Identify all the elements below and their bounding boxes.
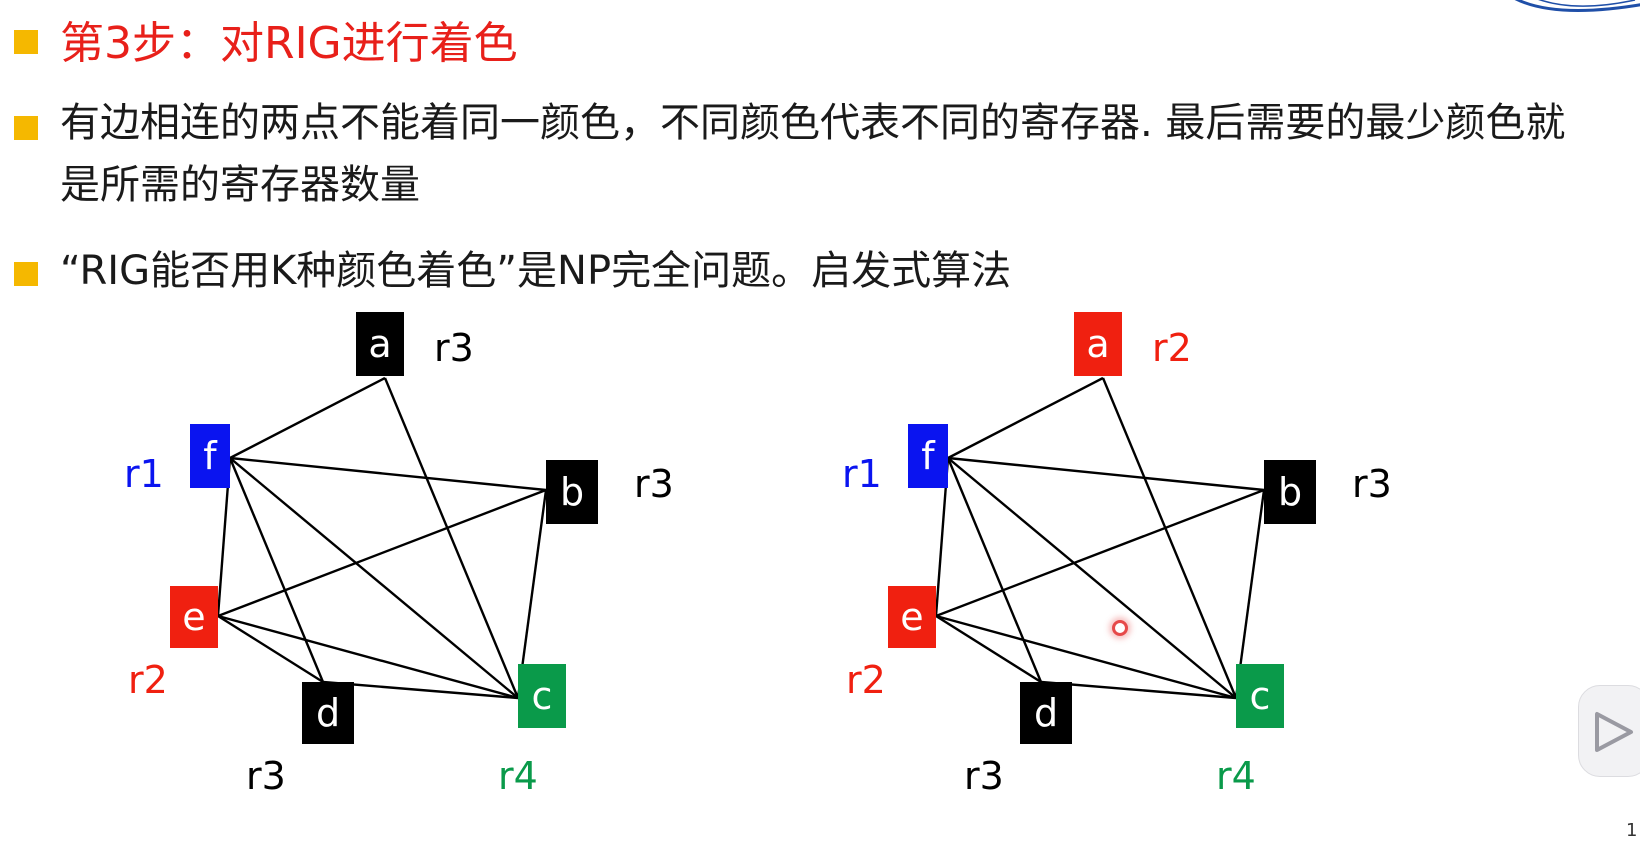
register-label-c: r4 <box>1216 754 1256 798</box>
register-label-a: r3 <box>434 326 474 370</box>
edge-f-a <box>947 376 1104 460</box>
edge-b-c <box>516 489 548 699</box>
edge-f-d <box>228 457 325 683</box>
edge-e-d <box>217 614 324 684</box>
edge-e-c <box>935 614 1237 700</box>
rig-edges <box>934 376 1266 700</box>
register-label-e: r2 <box>846 658 886 702</box>
video-play-button[interactable] <box>1578 685 1640 777</box>
edge-a-c <box>383 377 520 699</box>
bullet-square-icon <box>14 262 38 286</box>
slide-title: 第3步：对RIG进行着色 <box>60 18 518 69</box>
register-label-b: r3 <box>1352 462 1392 506</box>
edge-e-c <box>217 614 519 700</box>
edge-b-e <box>217 488 547 618</box>
edge-f-a <box>229 376 386 460</box>
edge-f-c <box>947 457 1237 699</box>
node-d: d <box>1020 682 1072 744</box>
register-label-e: r2 <box>128 658 168 702</box>
edge-b-e <box>935 488 1265 618</box>
edge-f-b <box>229 456 547 492</box>
edge-d-c <box>322 680 519 700</box>
edge-f-c <box>229 457 519 699</box>
register-label-b: r3 <box>634 462 674 506</box>
register-label-f: r1 <box>124 452 164 496</box>
node-d: d <box>302 682 354 744</box>
edge-e-d <box>935 614 1042 684</box>
node-e: e <box>170 586 218 648</box>
edge-f-d <box>946 457 1043 683</box>
play-icon <box>1595 712 1633 752</box>
register-label-c: r4 <box>498 754 538 798</box>
bullet-square-icon <box>14 30 38 54</box>
register-label-d: r3 <box>246 754 286 798</box>
bullet-text-1: 有边相连的两点不能着同一颜色，不同颜色代表不同的寄存器. 最后需要的最少颜色就是… <box>60 100 1566 208</box>
bullet-text-2: “RIG能否用K种颜色着色”是NP完全问题。启发式算法 <box>60 248 1012 294</box>
node-c: c <box>1236 664 1284 728</box>
slide-title-row: 第3步：对RIG进行着色 <box>14 12 518 76</box>
page-number: 1 <box>1626 820 1638 841</box>
node-c: c <box>518 664 566 728</box>
register-label-d: r3 <box>964 754 1004 798</box>
edge-f-b <box>947 456 1265 492</box>
node-b: b <box>1264 460 1316 524</box>
bullet-point-1: 有边相连的两点不能着同一颜色，不同颜色代表不同的寄存器. 最后需要的最少颜色就是… <box>14 92 1624 216</box>
node-f: f <box>190 424 230 488</box>
node-a: a <box>356 312 404 376</box>
edge-d-c <box>1040 680 1237 700</box>
node-b: b <box>546 460 598 524</box>
register-label-a: r2 <box>1152 326 1192 370</box>
register-label-f: r1 <box>842 452 882 496</box>
rig-edges <box>216 376 548 700</box>
edge-a-c <box>1101 377 1238 699</box>
laser-pointer-dot <box>1112 620 1128 636</box>
edge-b-c <box>1234 489 1266 699</box>
node-f: f <box>908 424 948 488</box>
node-a: a <box>1074 312 1122 376</box>
bullet-square-icon <box>14 116 38 140</box>
university-logo-fragment <box>1500 0 1640 24</box>
node-e: e <box>888 586 936 648</box>
bullet-point-2: “RIG能否用K种颜色着色”是NP完全问题。启发式算法 <box>14 240 1011 302</box>
